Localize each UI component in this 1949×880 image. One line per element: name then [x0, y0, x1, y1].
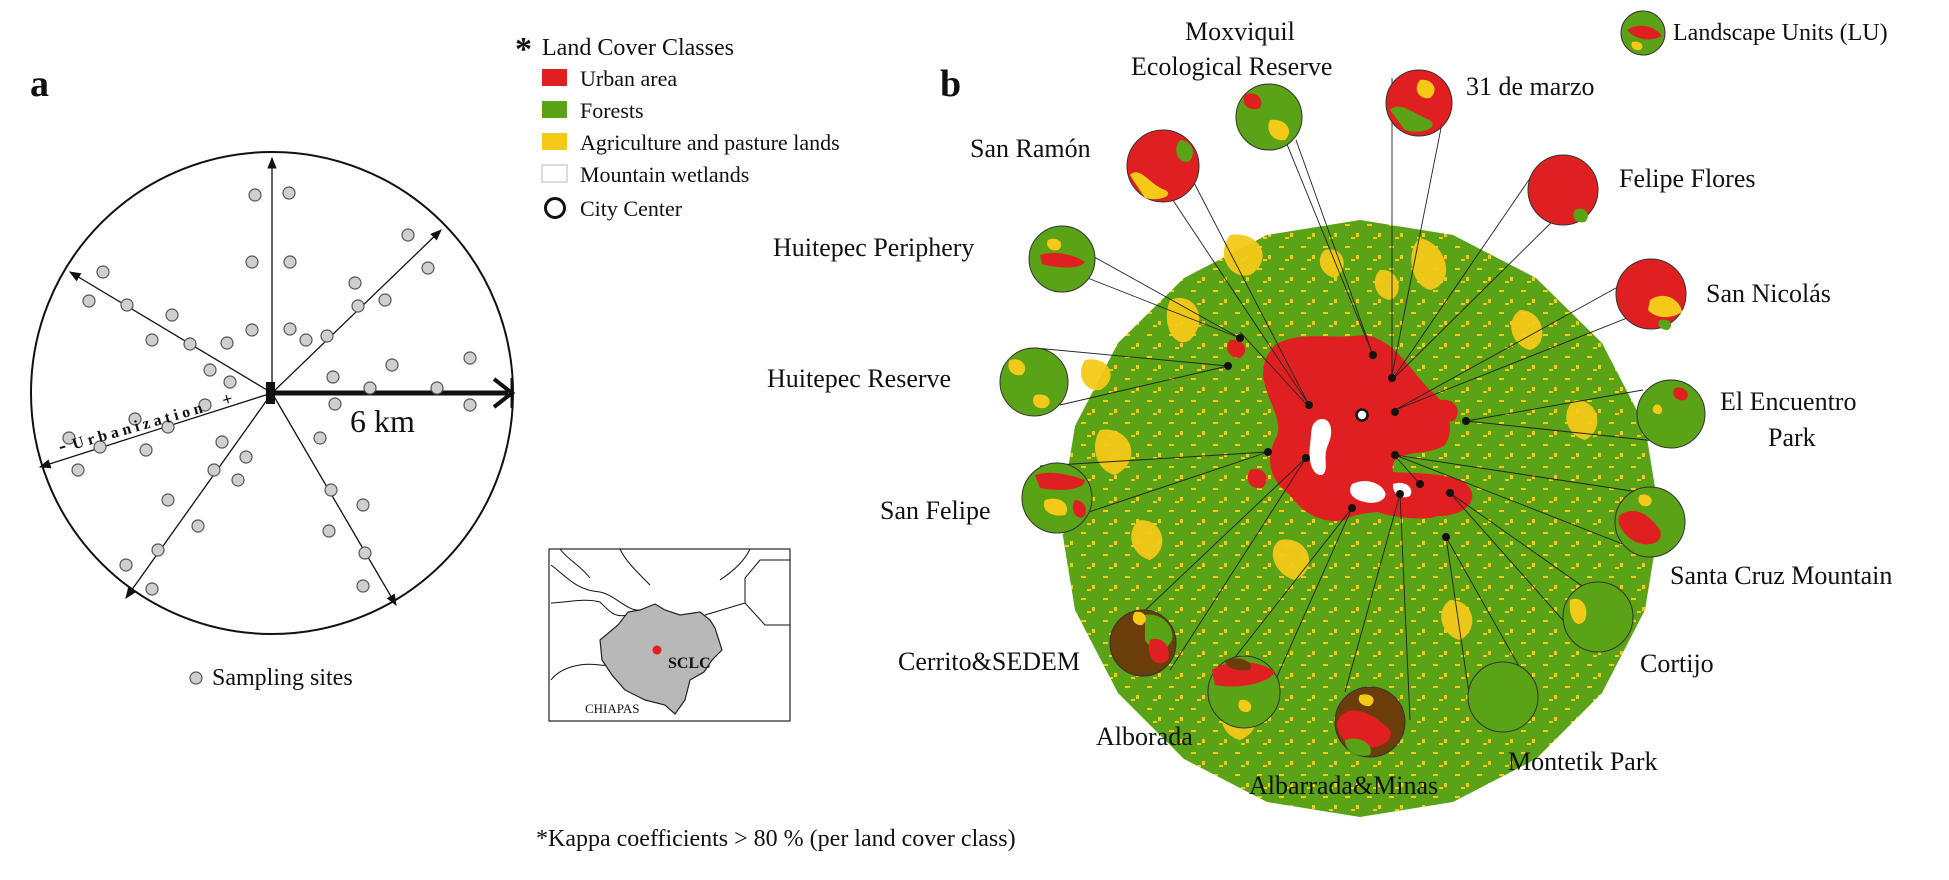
lu-circle-albarrada-minas: [1334, 686, 1406, 758]
lu-legend-label: Landscape Units (LU): [1673, 20, 1888, 46]
panel-a-letter: a: [30, 63, 49, 105]
center-marker: [266, 382, 275, 404]
urbanization-text: Urbanization: [70, 399, 208, 454]
legend-label-urban: Urban area: [580, 66, 677, 91]
sampling-legend-symbol: [189, 671, 203, 685]
inset-city-label: SCLC: [668, 655, 711, 672]
lu-label-albarrada-minas: Albarrada&Minas: [1249, 771, 1438, 800]
lu-label-alborada: Alborada: [1096, 722, 1193, 751]
lu-circle-huitepec-reserve: [999, 347, 1069, 417]
lu-circle-cerrito-sedem: [1109, 609, 1177, 677]
lu-label-san-ramon: San Ramón: [970, 134, 1091, 163]
lu-label-park: Park: [1768, 423, 1816, 452]
lu-circle-felipe-flores: [1527, 154, 1599, 226]
lu-circle-el-encuentro: [1636, 379, 1706, 449]
lu-circle-santa-cruz-mountain: [1614, 486, 1686, 558]
lu-circle-alborada: [1207, 655, 1281, 729]
urbanization-plus: +: [220, 388, 235, 410]
lu-circle-montetik-park: [1467, 661, 1539, 733]
legend-swatch-forests: [542, 101, 567, 118]
lu-circle-huitepec-periphery: [1028, 225, 1096, 293]
inset-map: SCLC CHIAPAS: [548, 548, 791, 722]
lu-circle-san-ramon: [1126, 129, 1200, 203]
lu-label-el-encuentro: El Encuentro: [1720, 387, 1856, 416]
chiapas-state: [599, 603, 723, 715]
city-center-symbol: [544, 197, 566, 219]
lu-circle-san-nicolas: [1615, 258, 1687, 330]
legend-title: Land Cover Classes: [542, 35, 734, 61]
footnote: *Kappa coefficients > 80 % (per land cov…: [536, 826, 1016, 852]
lu-label-cortijo: Cortijo: [1640, 649, 1714, 678]
legend-swatch-wetlands: [541, 164, 568, 183]
lu-circle-cortijo: [1562, 581, 1634, 653]
lu-labels: Moxviquil Ecological Reserve 31 de marzo…: [767, 17, 1892, 800]
panel-b-letter: b: [940, 63, 961, 105]
lu-label-san-felipe: San Felipe: [880, 496, 991, 525]
lu-label-montetik-park: Montetik Park: [1508, 747, 1658, 776]
lu-label-cerrito-sedem: Cerrito&SEDEM: [898, 647, 1080, 676]
lu-label-santa-cruz-mountain: Santa Cruz Mountain: [1670, 561, 1892, 590]
panel-a: a: [30, 63, 516, 691]
lu-label-moxviquil: Moxviquil: [1185, 17, 1295, 46]
leader-lines: [1034, 78, 1666, 721]
legend-swatch-urban: [542, 69, 567, 86]
sampling-legend-label: Sampling sites: [212, 665, 353, 691]
lu-label-san-nicolas: San Nicolás: [1706, 279, 1831, 308]
land-cover-legend: * Land Cover Classes Urban area Forests …: [515, 31, 840, 221]
legend-label-agriculture: Agriculture and pasture lands: [580, 130, 840, 155]
sampling-sites: [62, 186, 477, 596]
legend-label-city-center: City Center: [580, 196, 683, 221]
map-wetlands: [1309, 419, 1412, 503]
distance-label: 6 km: [350, 403, 415, 439]
legend-label-forests: Forests: [580, 98, 644, 123]
panel-b: b: [767, 10, 1892, 817]
lu-points: [1224, 334, 1470, 541]
legend-asterisk: *: [515, 31, 532, 68]
lu-label-ecological-reserve: Ecological Reserve: [1131, 52, 1332, 81]
sclc-marker: [652, 645, 662, 655]
lu-circle-moxviquil: [1235, 83, 1303, 151]
legend-label-wetlands: Mountain wetlands: [580, 162, 749, 187]
lu-label-huitepec-reserve: Huitepec Reserve: [767, 364, 951, 393]
transect-arrows: [38, 156, 442, 607]
lu-label-felipe-flores: Felipe Flores: [1619, 164, 1756, 193]
legend-swatch-agriculture: [542, 133, 567, 150]
lu-legend: Landscape Units (LU): [1620, 10, 1888, 56]
lu-circle-san-felipe: [1021, 462, 1093, 534]
inset-state-label: CHIAPAS: [585, 701, 639, 716]
lu-circle-31-de-marzo: [1385, 69, 1453, 137]
lu-label-huitepec-periphery: Huitepec Periphery: [773, 233, 974, 262]
city-center-marker: [1355, 408, 1369, 422]
lu-label-31-de-marzo: 31 de marzo: [1466, 72, 1595, 101]
map-agriculture-patches: [1080, 234, 1598, 740]
